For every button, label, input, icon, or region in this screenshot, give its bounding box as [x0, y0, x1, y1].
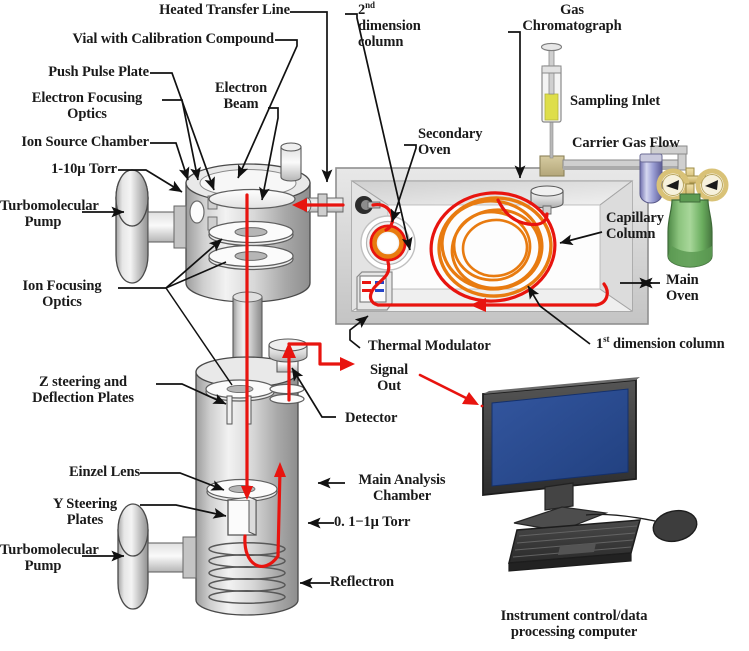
label-turbomolecular-pump-lower: Turbomolecular Pump: [0, 542, 99, 575]
label-capillary-column: Capillary Column: [606, 210, 664, 243]
turbomolecular-pump-upper-graphic: [115, 169, 187, 284]
label-source-pressure: 1-10μ Torr: [51, 161, 117, 177]
label-sampling-inlet: Sampling Inlet: [570, 93, 661, 109]
label-push-pulse-plate: Push Pulse Plate: [48, 64, 149, 80]
label-main-oven: Main Oven: [666, 272, 699, 305]
label-signal-out: Signal Out: [369, 362, 409, 395]
ion-source-chamber-graphic: [185, 142, 311, 379]
label-detector: Detector: [345, 410, 398, 426]
label-reflectron: Reflectron: [330, 574, 394, 590]
label-carrier-gas-flow: Carrier Gas Flow: [572, 135, 680, 151]
ion-flight-path: [241, 193, 296, 568]
label-electron-focusing-optics: Electron Focusing Optics: [31, 90, 143, 123]
computer-graphic: [482, 377, 698, 572]
leader-lines: [82, 11, 660, 589]
gc-flow-path: [368, 198, 609, 312]
label-heated-transfer-line: Heated Transfer Line: [159, 2, 290, 18]
first-dimension-column-coil: [429, 191, 557, 303]
label-thermal-modulator: Thermal Modulator: [368, 338, 491, 354]
label-turbomolecular-pump-upper: Turbomolecular Pump: [0, 198, 99, 231]
sampling-inlet-graphic: [539, 42, 565, 177]
label-vial-with-calibration-compound: Vial with Calibration Compound: [72, 31, 274, 47]
label-main-analysis-chamber: Main Analysis Chamber: [358, 472, 446, 505]
label-first-dimension-column: 1st dimension column: [596, 334, 725, 352]
carrier-gas-graphic: [562, 145, 729, 268]
label-secondary-oven: Secondary Oven: [418, 126, 483, 159]
turbomolecular-pump-lower-graphic: [117, 503, 197, 610]
label-y-steering-plates: Y Steering Plates: [52, 496, 118, 529]
gas-chromatograph-oven-graphic: [335, 167, 649, 325]
label-einzel-lens: Einzel Lens: [68, 464, 140, 480]
label-analyzer-pressure: 0. 1−1μ Torr: [334, 514, 411, 530]
label-ion-focusing-optics: Ion Focusing Optics: [22, 278, 102, 311]
reflectron-rings: [208, 542, 286, 604]
heated-transfer-line-graphic: [292, 193, 345, 217]
label-ion-source-chamber: Ion Source Chamber: [21, 134, 149, 150]
label-electron-beam: Electron Beam: [214, 80, 268, 113]
label-z-steering-deflection-plates: Z steering and Deflection Plates: [32, 374, 134, 407]
label-gas-chromatograph: Gas Chromatograph: [522, 2, 622, 35]
pressure-regulator: [656, 167, 729, 202]
label-computer-caption: Instrument control/data processing compu…: [500, 608, 648, 641]
signal-out-path: [287, 342, 484, 408]
gas-cylinder: [667, 193, 713, 268]
